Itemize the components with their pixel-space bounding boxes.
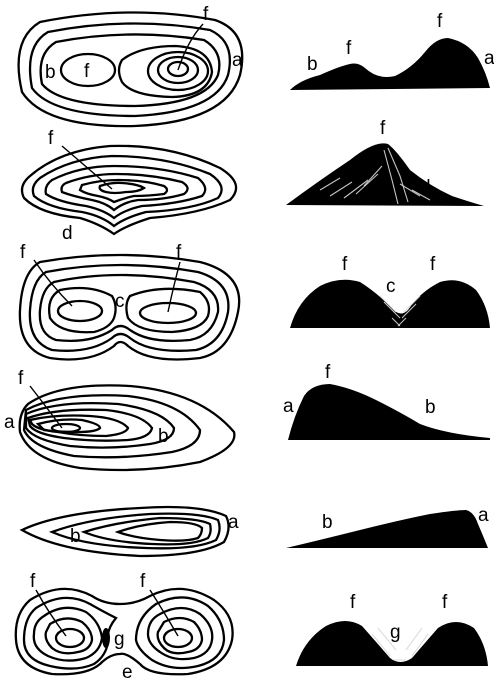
contour-label-1-a: a	[232, 50, 243, 71]
contour-map-1: f b f a	[19, 4, 243, 126]
profile-5: b a	[286, 505, 489, 548]
contour-label-5-a: a	[228, 512, 239, 533]
profile-label-6-f-left: f	[350, 592, 356, 613]
profile-label-3-f-right: f	[430, 254, 436, 275]
profile-label-4-a: a	[283, 396, 294, 417]
contour-label-6-g: g	[114, 629, 125, 650]
contour-map-3: f f c	[20, 242, 239, 360]
contour-label-5-b: b	[70, 526, 81, 547]
profile-2: f d	[286, 118, 484, 206]
profile-label-5-a: a	[478, 505, 489, 526]
contour-label-2-f: f	[48, 128, 54, 149]
profile-label-4-f: f	[325, 362, 331, 383]
contour-label-1-f-left: f	[84, 61, 90, 82]
profile-label-5-b: b	[322, 512, 333, 533]
contour-label-4-a: a	[4, 412, 15, 433]
profile-6: f f g	[296, 592, 488, 666]
profile-label-6-g: g	[390, 622, 401, 643]
contour-label-3-f-left: f	[20, 242, 26, 263]
profile-label-2-d: d	[420, 177, 431, 198]
contour-label-2-d: d	[62, 223, 73, 244]
contour-map-6: f f g e	[16, 571, 233, 683]
contour-label-1-b: b	[45, 62, 56, 83]
contour-label-4-b: b	[158, 426, 169, 447]
profile-label-1-f-left: f	[346, 38, 352, 59]
profile-label-3-c: c	[386, 276, 396, 297]
profile-label-2-f: f	[380, 118, 386, 139]
profile-label-6-f-right: f	[442, 592, 448, 613]
contour-map-4: f a b	[4, 368, 234, 470]
profile-label-1-b: b	[307, 54, 318, 75]
contour-label-6-f-right: f	[140, 571, 146, 592]
profile-1: b f f a	[290, 11, 494, 90]
contour-map-5: b a	[22, 507, 239, 556]
profile-label-1-a: a	[484, 48, 494, 69]
contour-label-3-c: c	[115, 291, 125, 312]
contour-map-2: f d	[22, 128, 236, 244]
profile-4: f a b	[283, 362, 490, 440]
profile-label-1-f-right: f	[437, 11, 443, 32]
contour-label-4-f: f	[18, 368, 24, 389]
contour-label-6-f-left: f	[30, 571, 36, 592]
contour-label-1-f-right: f	[203, 4, 209, 25]
profile-label-3-f-left: f	[342, 254, 348, 275]
profile-label-4-b: b	[425, 397, 436, 418]
contour-label-3-f-right: f	[176, 242, 182, 263]
contour-label-6-e: e	[122, 662, 133, 683]
profile-3: f c f	[290, 254, 490, 328]
